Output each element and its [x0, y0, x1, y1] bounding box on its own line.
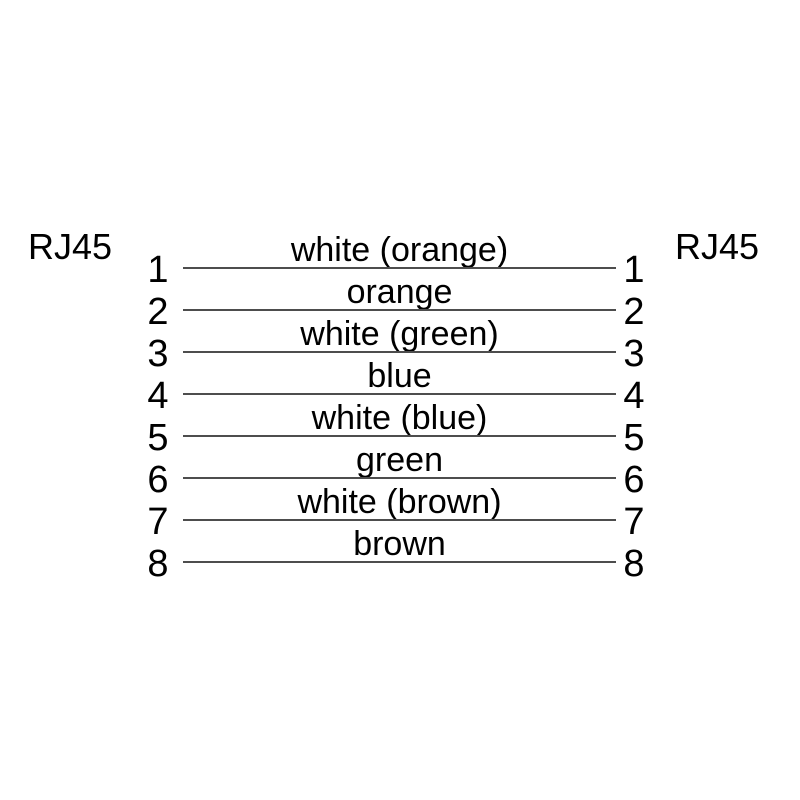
left-pin-number: 7	[147, 501, 169, 543]
wire-line	[183, 351, 616, 353]
left-pin-number: 2	[147, 291, 169, 333]
left-connector-label: RJ45	[27, 226, 113, 267]
right-pin-number: 3	[623, 333, 645, 375]
right-pin-number: 4	[623, 375, 645, 417]
right-pin-number: 5	[623, 417, 645, 459]
left-pin-number: 8	[147, 543, 169, 585]
right-pin-number: 7	[623, 501, 645, 543]
wire-color-label: white (blue)	[311, 399, 488, 437]
left-pin-number: 5	[147, 417, 169, 459]
wire-color-label: orange	[346, 273, 453, 311]
wire-line	[183, 561, 616, 563]
right-pin-number: 2	[623, 291, 645, 333]
wire-line	[183, 309, 616, 311]
left-pin-number: 4	[147, 375, 169, 417]
left-pin-number: 3	[147, 333, 169, 375]
wire-color-label: white (green)	[300, 315, 499, 353]
right-connector-label: RJ45	[674, 226, 760, 267]
wire-color-label: blue	[367, 357, 432, 395]
right-pin-number: 8	[623, 543, 645, 585]
right-pin-number: 6	[623, 459, 645, 501]
wire-line	[183, 435, 616, 437]
wire-color-label: brown	[353, 525, 446, 563]
wire-color-label: white (brown)	[297, 483, 502, 521]
wire-line	[183, 393, 616, 395]
left-pin-number: 1	[147, 249, 169, 291]
right-pin-number: 1	[623, 249, 645, 291]
wire-line	[183, 519, 616, 521]
wire-color-label: white (orange)	[290, 231, 509, 269]
wire-color-label: green	[356, 441, 443, 479]
wire-line	[183, 477, 616, 479]
wire-line	[183, 267, 616, 269]
left-pin-number: 6	[147, 459, 169, 501]
